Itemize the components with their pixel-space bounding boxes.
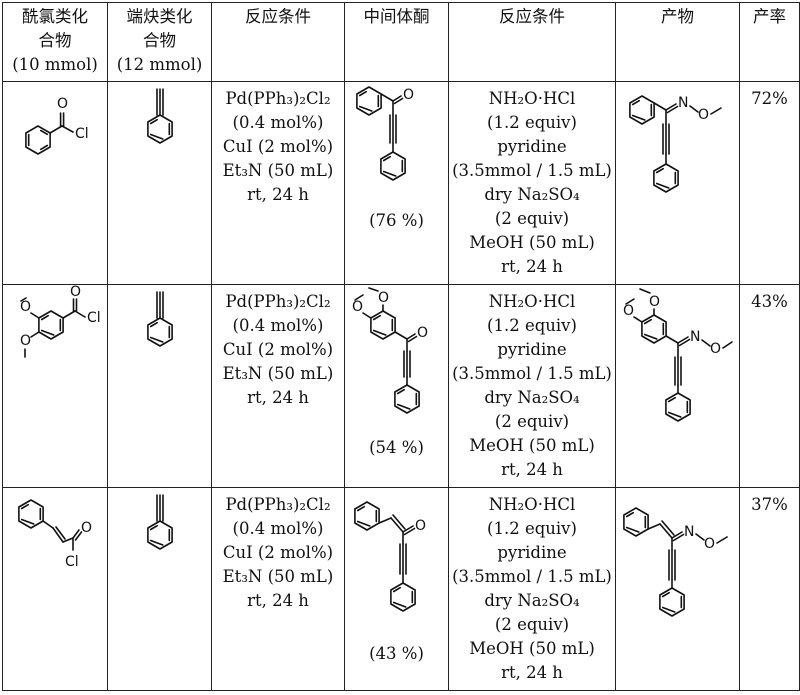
yield-cell: 37% bbox=[739, 487, 800, 691]
header-conditions-2: 反应条件 bbox=[448, 2, 616, 82]
conditions-1-cell: Pd(PPh₃)₂Cl₂(0.4 mol%)CuI (2 mol%)Et₃N (… bbox=[211, 487, 345, 691]
terminal-alkyne-cell bbox=[107, 81, 212, 285]
svg-text:O: O bbox=[57, 96, 68, 112]
header-row: 酰氯类化合物(10 mmol) 端炔类化合物(12 mmol) 反应条件 中间体… bbox=[2, 2, 800, 82]
dimethoxybenzoyl-chloride-structure: O Cl O O bbox=[20, 285, 101, 358]
oxime-ether-structure: N O bbox=[628, 95, 722, 193]
svg-text:Cl: Cl bbox=[65, 554, 79, 570]
table-row: O Cl Pd(PPh₃)₂Cl₂(0.4 mol%)CuI (2 mol%)E… bbox=[2, 81, 800, 285]
svg-text:O: O bbox=[403, 87, 414, 103]
svg-text:O: O bbox=[70, 285, 81, 300]
acyl-chloride-cell: O Cl bbox=[2, 487, 108, 691]
dimethoxy-ynone-structure: O O O bbox=[352, 287, 428, 414]
intermediate-ketone-cell: O (43 %) bbox=[344, 487, 449, 691]
ynone-structure: O bbox=[355, 86, 414, 181]
svg-text:O: O bbox=[20, 299, 31, 315]
svg-text:N: N bbox=[684, 524, 694, 540]
phenylacetylene-structure bbox=[146, 494, 173, 550]
header-conditions-1: 反应条件 bbox=[211, 2, 345, 82]
conditions-1-cell: Pd(PPh₃)₂Cl₂(0.4 mol%)CuI (2 mol%)Et₃N (… bbox=[211, 81, 345, 285]
dimethoxy-oxime-ether-structure: O O N O bbox=[623, 288, 733, 422]
product-cell: N O bbox=[615, 81, 740, 285]
svg-text:Cl: Cl bbox=[75, 126, 89, 142]
intermediate-ketone-cell: O (76 %) bbox=[344, 81, 449, 285]
product-cell: N O bbox=[615, 487, 740, 691]
table-row: O Cl O O Pd(PPh₃)₂Cl₂(0.4 mol%)CuI (2 mo… bbox=[2, 284, 800, 488]
svg-text:O: O bbox=[81, 520, 92, 536]
header-product: 产物 bbox=[615, 2, 740, 82]
svg-text:O: O bbox=[417, 325, 428, 341]
svg-text:O: O bbox=[623, 303, 634, 319]
svg-text:O: O bbox=[378, 290, 389, 306]
yield-cell: 43% bbox=[739, 284, 800, 488]
phenylacetylene-structure bbox=[146, 291, 173, 347]
ketone-yield: (43 %) bbox=[369, 644, 424, 663]
phenylacetylene-structure bbox=[146, 88, 173, 144]
svg-text:O: O bbox=[698, 107, 709, 123]
terminal-alkyne-cell bbox=[107, 284, 212, 488]
svg-text:N: N bbox=[690, 329, 700, 345]
benzoyl-chloride-structure: O Cl bbox=[25, 96, 89, 155]
svg-text:Cl: Cl bbox=[87, 310, 101, 326]
ketone-yield: (76 %) bbox=[369, 211, 424, 230]
header-intermediate-ketone: 中间体酮 bbox=[344, 2, 449, 82]
terminal-alkyne-cell bbox=[107, 487, 212, 691]
enyne-oxime-ether-structure: N O bbox=[622, 507, 728, 617]
svg-text:O: O bbox=[352, 299, 363, 315]
conditions-2-cell: NH₂O·HCl(1.2 equiv)pyridine(3.5mmol / 1.… bbox=[448, 81, 616, 285]
conditions-1-cell: Pd(PPh₃)₂Cl₂(0.4 mol%)CuI (2 mol%)Et₃N (… bbox=[211, 284, 345, 488]
product-cell: O O N O bbox=[615, 284, 740, 488]
acyl-chloride-cell: O Cl bbox=[2, 81, 108, 285]
acyl-chloride-cell: O Cl O O bbox=[2, 284, 108, 488]
intermediate-ketone-cell: O O O (54 %) bbox=[344, 284, 449, 488]
header-acyl-chloride: 酰氯类化合物(10 mmol) bbox=[2, 2, 108, 82]
header-terminal-alkyne: 端炔类化合物(12 mmol) bbox=[107, 2, 212, 82]
svg-text:O: O bbox=[415, 518, 426, 534]
table-row: O Cl Pd(PPh₃)₂Cl₂(0.4 mol%)CuI (2 mol%)E… bbox=[2, 487, 800, 691]
enynone-structure: O bbox=[353, 501, 426, 612]
svg-text:O: O bbox=[704, 536, 715, 552]
svg-text:O: O bbox=[20, 333, 31, 349]
svg-text:O: O bbox=[710, 341, 721, 357]
header-yield: 产率 bbox=[739, 2, 800, 82]
svg-text:O: O bbox=[649, 294, 660, 310]
cinnamoyl-chloride-structure: O Cl bbox=[18, 499, 92, 570]
ketone-yield: (54 %) bbox=[369, 438, 424, 457]
yield-cell: 72% bbox=[739, 81, 800, 285]
svg-text:N: N bbox=[678, 95, 688, 111]
conditions-2-cell: NH₂O·HCl(1.2 equiv)pyridine(3.5mmol / 1.… bbox=[448, 487, 616, 691]
conditions-2-cell: NH₂O·HCl(1.2 equiv)pyridine(3.5mmol / 1.… bbox=[448, 284, 616, 488]
